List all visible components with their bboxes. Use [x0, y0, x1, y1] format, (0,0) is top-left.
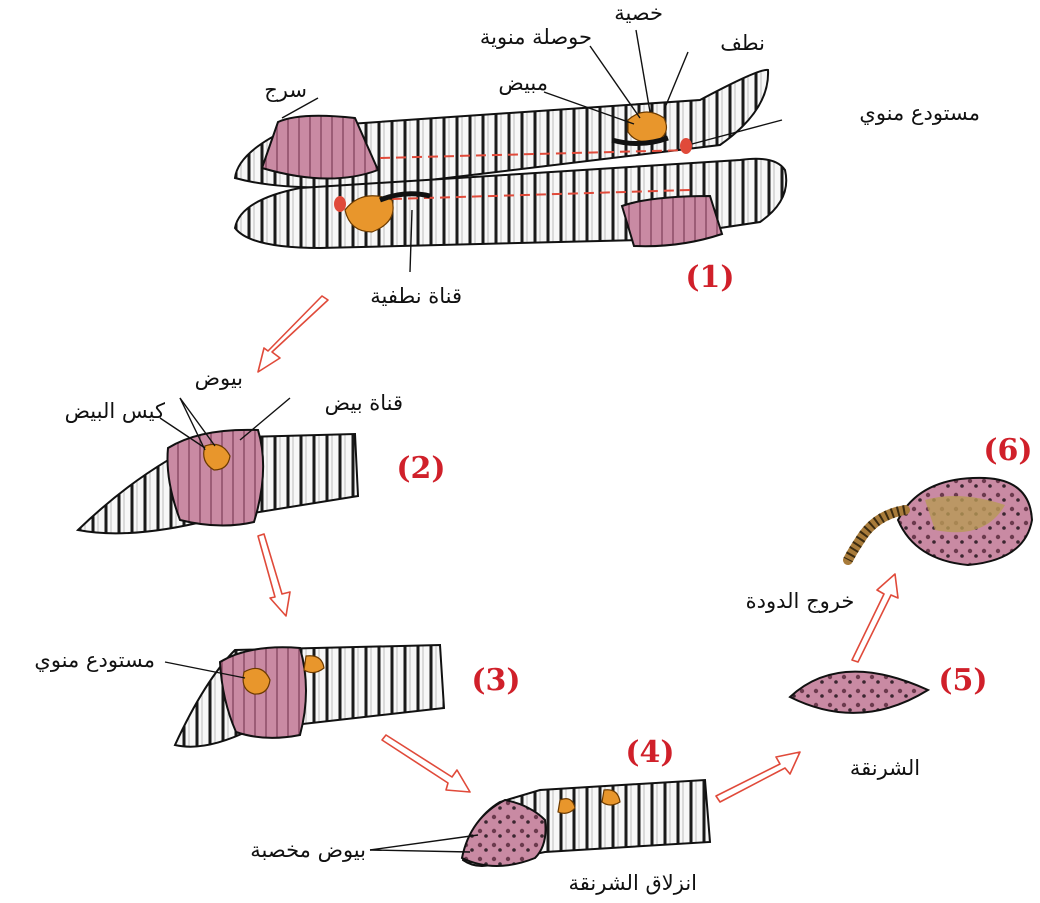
- stage-4-leader-lines: [370, 835, 478, 852]
- label-worm-emerges: خروج الدودة: [746, 589, 855, 614]
- arrow-5-to-6: [852, 574, 898, 662]
- label-oviduct: قناة بيض: [325, 391, 403, 415]
- label-ovary: مبيض: [498, 71, 548, 95]
- label-sperm-duct: قناة نطفية: [370, 284, 462, 308]
- label-clitellum: سرج: [264, 78, 307, 103]
- label-sperm: نطف: [720, 31, 765, 55]
- label-eggs: بيوض: [195, 366, 243, 390]
- arrow-4-to-5: [716, 752, 800, 802]
- arrow-3-to-4: [382, 735, 470, 792]
- cycle-arrows: [258, 296, 898, 802]
- clitellum-lower: [622, 196, 722, 246]
- label-testis: خصية: [614, 1, 663, 25]
- stage-number-1: (1): [685, 260, 734, 295]
- label-seminal-vesicle: حوصلة منوية: [480, 25, 592, 49]
- label-cocoon: الشرنقة: [850, 756, 920, 780]
- stage-number-4: (4): [625, 735, 674, 770]
- arrow-1-to-2: [258, 296, 328, 372]
- arrow-2-to-3: [258, 534, 290, 616]
- stage-number-3: (3): [471, 663, 520, 698]
- label-spermatheca: مستودع منوي: [859, 101, 980, 125]
- stage-4-cocoon-slipping: بيوض مخصبة انزلاق الشرنقة (4): [250, 735, 710, 895]
- emerging-worm: [848, 510, 905, 560]
- label-spermatheca-stage-3: مستودع منوي: [34, 648, 155, 672]
- label-cocoon-sliding: انزلاق الشرنقة: [569, 871, 698, 895]
- label-fertilized-eggs: بيوض مخصبة: [250, 838, 366, 862]
- stage-5-cocoon: الشرنقة (5): [790, 663, 988, 780]
- stage-2-egg-sac: بيوض كيس البيض قناة بيض (2): [65, 366, 446, 533]
- stage-number-2: (2): [396, 451, 445, 486]
- cocoon-sliding-off: [462, 800, 546, 866]
- stage-3-spermatheca: مستودع منوي (3): [34, 645, 520, 747]
- cocoon: [790, 672, 928, 713]
- stage-1-mating-worms: سرج حوصلة منوية خصية نطف مبيض مستودع منو…: [235, 1, 980, 308]
- stage-number-6: (6): [983, 433, 1032, 468]
- label-egg-sac: كيس البيض: [65, 399, 165, 423]
- stage-number-5: (5): [938, 663, 987, 698]
